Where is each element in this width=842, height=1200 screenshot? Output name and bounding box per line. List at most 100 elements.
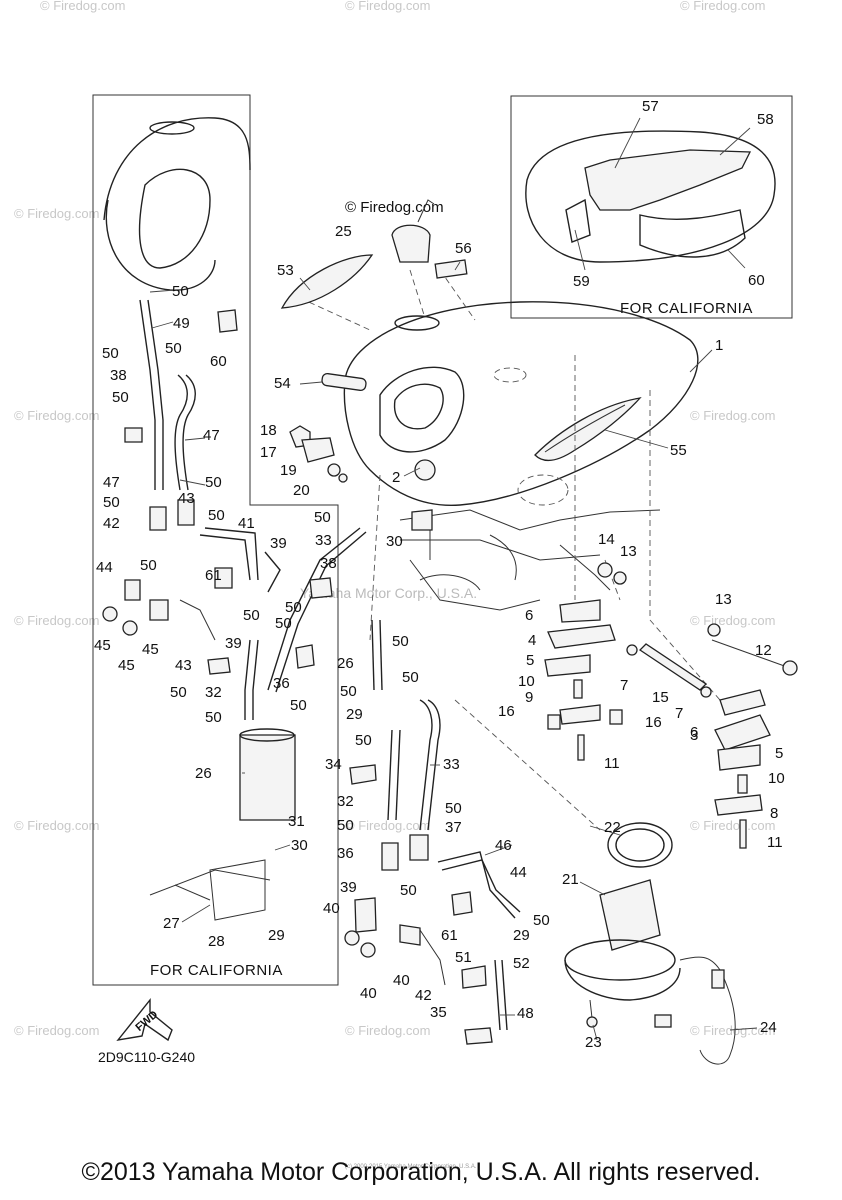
frame-sketch <box>399 509 661 611</box>
callout: 49 <box>173 315 190 332</box>
callout: 33 <box>315 532 332 549</box>
callout: 50 <box>285 599 302 616</box>
watermark: Yamaha Motor Corp., U.S.A. <box>300 585 477 601</box>
callout: 13 <box>715 591 732 608</box>
callout: 19 <box>280 462 297 479</box>
callout: 42 <box>415 987 432 1004</box>
callout: 25 <box>335 223 352 240</box>
watermark: © Firedog.com <box>14 613 99 628</box>
watermark: © Firedog.com <box>14 408 99 423</box>
evap-system <box>102 299 367 921</box>
fuel-pump <box>564 822 736 1065</box>
callout: 50 <box>102 345 119 362</box>
callout: 23 <box>585 1034 602 1051</box>
callout: 28 <box>208 933 225 950</box>
callout: 7 <box>620 677 628 694</box>
callout: 38 <box>320 555 337 572</box>
callout: 50 <box>140 557 157 574</box>
callout: 42 <box>103 515 120 532</box>
callout: 13 <box>620 543 637 560</box>
tank-parts <box>280 199 468 483</box>
watermark-layer: © Firedog.com © Firedog.com © Firedog.co… <box>14 0 775 1038</box>
callout: 50 <box>355 732 372 749</box>
watermark: © Firedog.com <box>14 818 99 833</box>
california-evap-box: FOR CALIFORNIA <box>92 94 339 986</box>
callout: 51 <box>455 949 472 966</box>
callout: 37 <box>445 819 462 836</box>
callout: 32 <box>205 684 222 701</box>
leader-lines <box>149 117 758 1041</box>
watermark: © Firedog.com <box>690 613 775 628</box>
callout: 50 <box>172 283 189 300</box>
callout: 34 <box>325 756 342 773</box>
callout: 29 <box>513 927 530 944</box>
copyright-notice: ©2013 Yamaha Motor Corporation, U.S.A. A… <box>81 1158 761 1186</box>
mount-hardware <box>544 562 798 849</box>
callout: 46 <box>495 837 512 854</box>
callout: 50 <box>340 683 357 700</box>
watermark: © Firedog.com <box>14 1023 99 1038</box>
callout: 3 <box>690 727 698 744</box>
callout: 50 <box>337 817 354 834</box>
callout: 26 <box>195 765 212 782</box>
callout: 50 <box>208 507 225 524</box>
callout: 4 <box>528 632 536 649</box>
callout: 15 <box>652 689 669 706</box>
watermark: © Firedog.com <box>680 0 765 13</box>
callout: 17 <box>260 444 277 461</box>
callout: 10 <box>768 770 785 787</box>
callout: 50 <box>402 669 419 686</box>
callout: 35 <box>430 1004 447 1021</box>
callout: 7 <box>675 705 683 722</box>
fwd-label: FWD <box>133 1009 160 1034</box>
callout: 47 <box>103 474 120 491</box>
callout: 54 <box>274 375 291 392</box>
callout: 43 <box>175 657 192 674</box>
callout: 47 <box>203 427 220 444</box>
callout: 40 <box>360 985 377 1002</box>
callout: 52 <box>513 955 530 972</box>
callout: 9 <box>525 689 533 706</box>
callout: 30 <box>291 837 308 854</box>
watermark: © Firedog.com <box>690 818 775 833</box>
callout: 22 <box>604 819 621 836</box>
watermark: © Firedog.com <box>690 1023 775 1038</box>
watermark: © Firedog.com <box>14 206 99 221</box>
callout: 29 <box>346 706 363 723</box>
callout: 5 <box>775 745 783 762</box>
callout: 39 <box>340 879 357 896</box>
callout: 55 <box>670 442 687 459</box>
california-box-caption: FOR CALIFORNIA <box>150 962 283 979</box>
callout: 33 <box>443 756 460 773</box>
callout: 8 <box>770 805 778 822</box>
callout: 39 <box>225 635 242 652</box>
callout: 6 <box>525 607 533 624</box>
center-hoses <box>295 509 521 1045</box>
callout: 10 <box>518 673 535 690</box>
callout: 60 <box>210 353 227 370</box>
callout: 61 <box>441 927 458 944</box>
callout: 50 <box>445 800 462 817</box>
california-tank-insert-box: FOR CALIFORNIA <box>510 95 793 319</box>
callout: 44 <box>510 864 527 881</box>
callout: 31 <box>288 813 305 830</box>
callout: 11 <box>604 755 620 772</box>
callout: 50 <box>314 509 331 526</box>
callout: 59 <box>573 273 590 290</box>
callout: 50 <box>243 607 260 624</box>
callout: 5 <box>526 652 534 669</box>
callout: 53 <box>277 262 294 279</box>
watermark: © Firedog.com <box>690 408 775 423</box>
callout: 48 <box>517 1005 534 1022</box>
fuel-tank <box>343 301 699 507</box>
callout: 1 <box>715 337 723 354</box>
callout: 21 <box>562 871 579 888</box>
callout: 27 <box>163 915 180 932</box>
callout: 57 <box>642 98 659 115</box>
fwd-arrow: FWD <box>116 998 173 1042</box>
callout: 50 <box>392 633 409 650</box>
callout: 40 <box>323 900 340 917</box>
callout: 38 <box>110 367 127 384</box>
callout: 50 <box>170 684 187 701</box>
